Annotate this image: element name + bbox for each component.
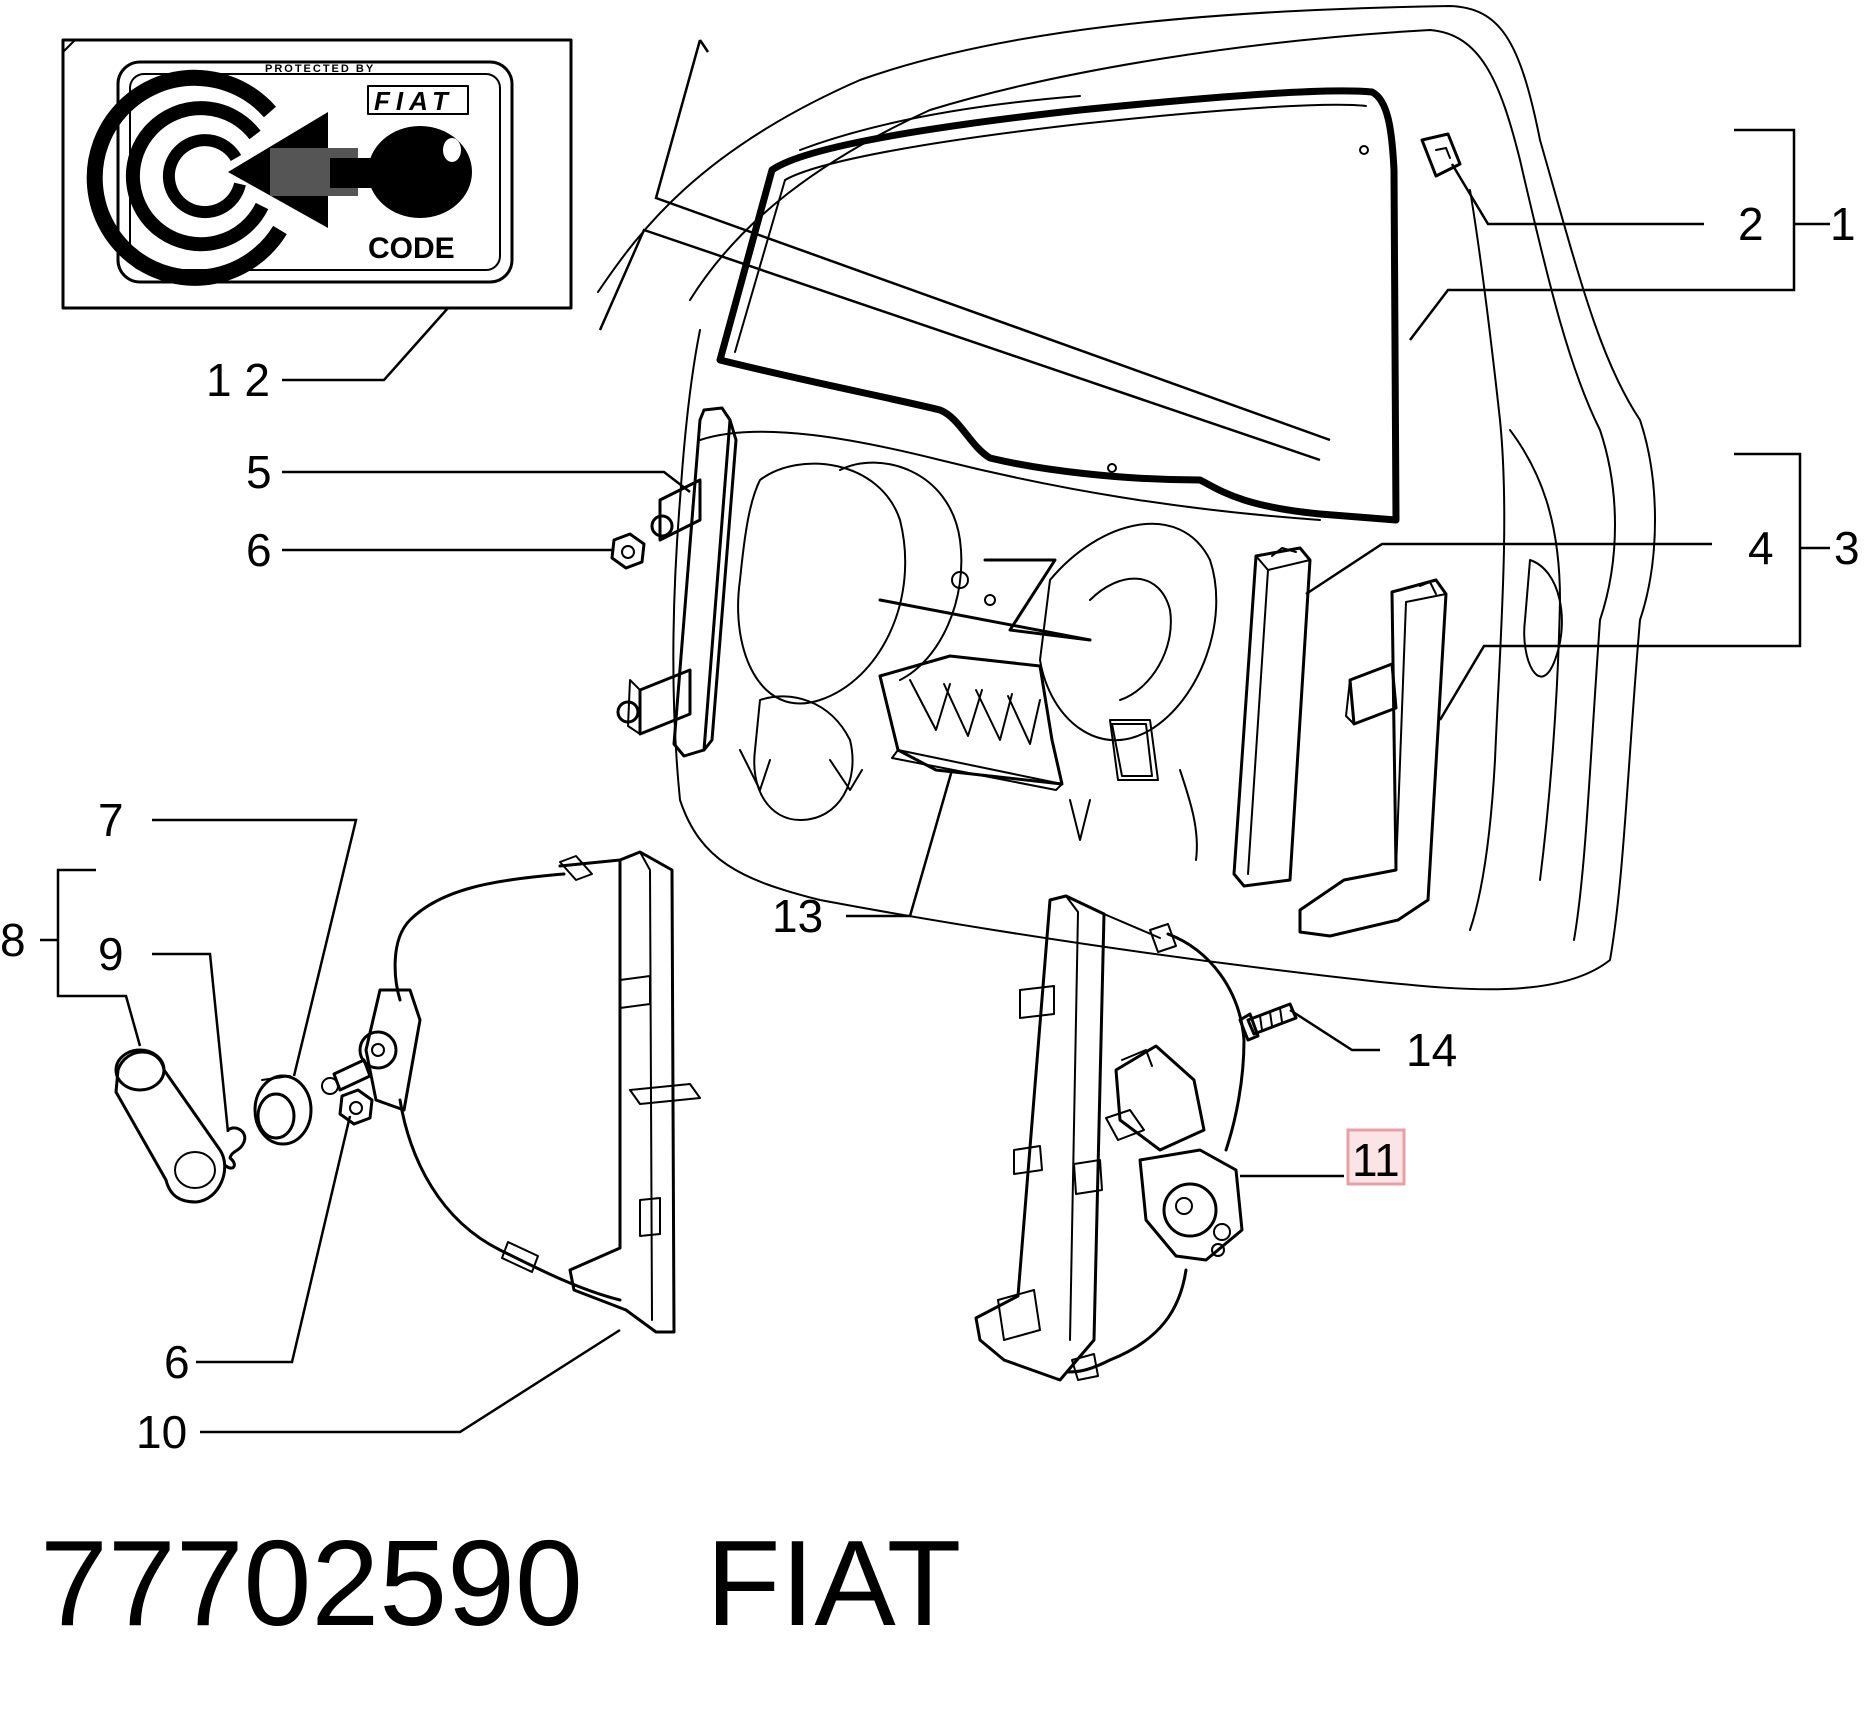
- callout-6-upper: 6: [246, 524, 272, 576]
- callout-4: 4: [1748, 522, 1774, 574]
- part-number: 77702590: [40, 1515, 583, 1651]
- door-shell: [597, 5, 1656, 991]
- callout-12: 1 2: [206, 354, 270, 406]
- callout-13: 13: [772, 890, 823, 942]
- electric-window-regulator: [974, 894, 1246, 1382]
- door-clip: [1420, 132, 1462, 178]
- badge-code: CODE: [368, 232, 455, 265]
- footer: 77702590 FIAT: [40, 1515, 961, 1651]
- bolt: [1238, 1002, 1298, 1042]
- callout-3: 3: [1834, 522, 1860, 574]
- callout-6-lower: 6: [164, 1336, 190, 1388]
- nut-upper: [610, 532, 646, 570]
- crank-clip: [224, 1126, 247, 1170]
- callout-8: 8: [0, 914, 26, 966]
- crank-bushing: [253, 1074, 313, 1146]
- footer-brand: FIAT: [706, 1515, 961, 1651]
- callout-11: 11: [1352, 1134, 1400, 1186]
- leader-lines: [40, 39, 1830, 1434]
- badge-brand: FIAT: [374, 86, 454, 116]
- nut-lower: [338, 1088, 374, 1126]
- badge-protected-by: PROTECTED BY: [265, 63, 375, 75]
- manual-window-regulator: [321, 850, 701, 1334]
- inner-trim-panel: [878, 654, 1064, 791]
- callout-labels: 1 2 3 4 5 6 1 2 13 14 7 8 9 6 10 11: [0, 198, 1860, 1458]
- rear-glass-channel: [1298, 578, 1448, 938]
- immobilizer-logo-icon: [86, 69, 472, 286]
- callout-1: 1: [1830, 198, 1856, 250]
- callout-10: 10: [136, 1406, 187, 1458]
- callout-7: 7: [98, 794, 124, 846]
- center-glass-channel: [1232, 546, 1312, 888]
- door-glass: [716, 87, 1400, 524]
- callout-14: 14: [1406, 1024, 1457, 1076]
- callout-11-highlight: [1346, 1128, 1406, 1186]
- window-crank-handle: [114, 1048, 227, 1204]
- callout-9: 9: [98, 928, 124, 980]
- callout-5: 5: [246, 446, 272, 498]
- front-glass-guide: [616, 406, 738, 758]
- fiat-code-badge: PROTECTED BY FIAT CODE: [61, 38, 573, 310]
- callout-2: 2: [1738, 198, 1764, 250]
